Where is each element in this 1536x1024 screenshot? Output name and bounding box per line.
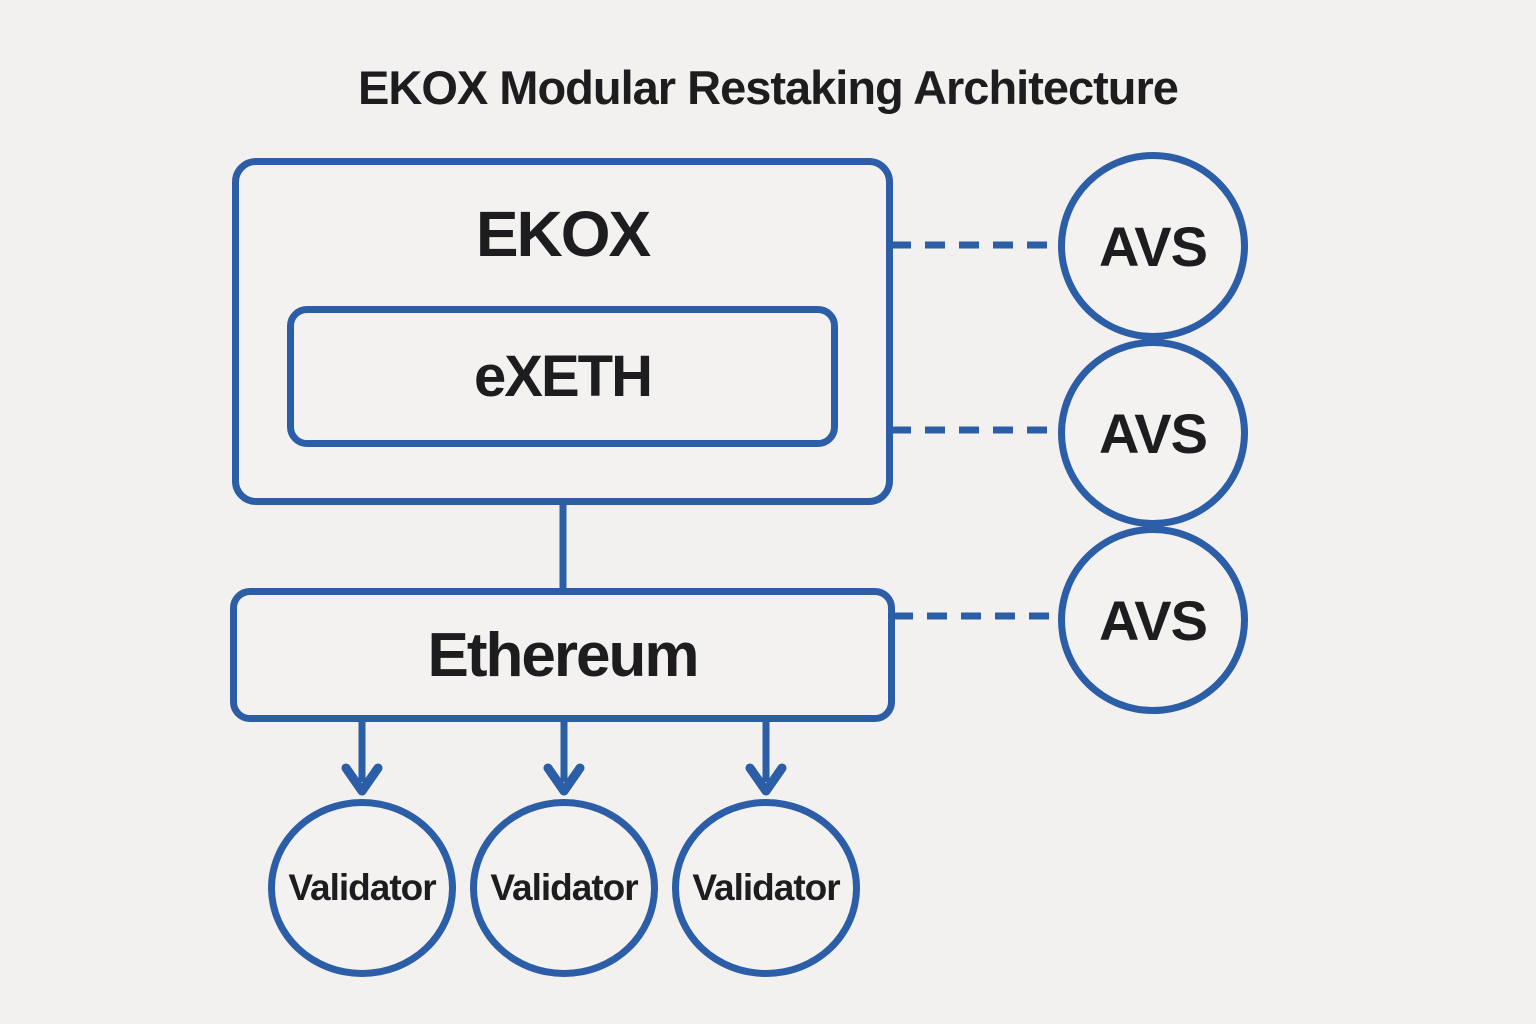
node-validator-3: Validator [672,799,860,977]
node-validator-1-label: Validator [288,867,436,908]
node-avs-2: AVS [1058,339,1248,527]
node-exeth-label: eXETH [474,344,653,409]
node-avs-1-label: AVS [1099,214,1208,278]
node-avs-1: AVS [1058,152,1248,340]
node-validator-3-label: Validator [692,867,840,908]
node-avs-3-label: AVS [1099,588,1208,652]
arrow-ethereum-validator-2 [543,719,585,796]
node-validator-2: Validator [470,799,658,977]
arrow-ethereum-validator-1 [341,719,383,796]
node-exeth: eXETH [287,306,838,447]
node-ethereum: Ethereum [230,588,895,722]
node-validator-2-label: Validator [490,867,638,908]
node-ekox: EKOX eXETH [232,158,893,505]
node-ethereum-label: Ethereum [427,620,700,690]
node-avs-3: AVS [1058,526,1248,714]
node-validator-1: Validator [268,799,456,977]
arrow-ethereum-validator-3 [745,719,787,796]
diagram-title: EKOX Modular Restaking Architecture [358,61,1179,114]
node-ekox-label: EKOX [475,198,651,270]
node-avs-2-label: AVS [1099,401,1208,465]
